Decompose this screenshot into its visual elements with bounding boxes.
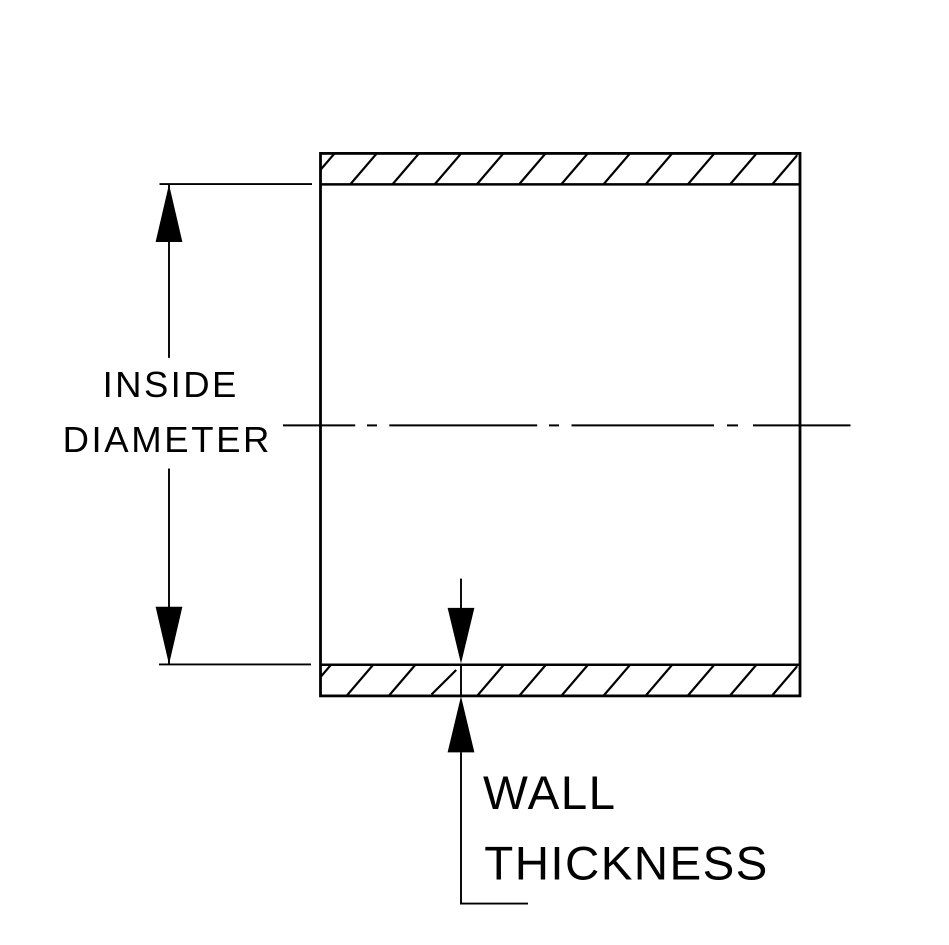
svg-text:WALL: WALL: [483, 767, 617, 820]
svg-text:INSIDE: INSIDE: [103, 364, 239, 405]
svg-text:THICKNESS: THICKNESS: [484, 838, 768, 891]
svg-text:DIAMETER: DIAMETER: [63, 419, 272, 460]
